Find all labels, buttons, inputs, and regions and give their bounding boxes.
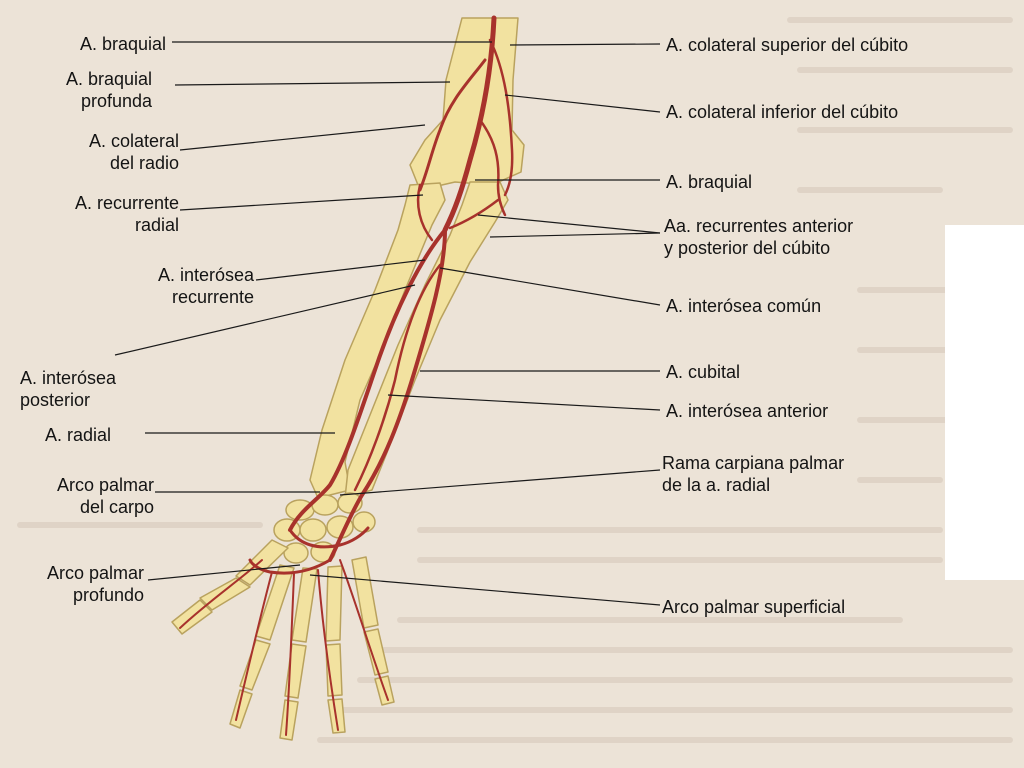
label-colateral-superior-cubito: A. colateral superior del cúbito <box>666 34 908 56</box>
deep-brachial-artery <box>418 58 487 192</box>
label-line: A. interósea anterior <box>666 401 829 421</box>
label-colateral-inferior-cubito: A. colateral inferior del cúbito <box>666 101 898 123</box>
label-line: del carpo <box>79 497 154 517</box>
recurrent-radial-artery <box>416 183 434 242</box>
ulnar-artery <box>328 228 447 562</box>
label-line: posterior <box>20 390 91 410</box>
label-braquial: A. braquial <box>80 33 166 55</box>
label-line: y posterior del cúbito <box>664 238 831 258</box>
interosseous-artery <box>353 263 442 492</box>
label-line: A. braquial <box>666 172 753 192</box>
label-interosea-posterior: A. interósea posterior <box>20 367 116 411</box>
label-braquial-profunda: A. braquial profunda <box>66 68 152 112</box>
label-line: A. interósea <box>157 265 254 285</box>
label-braquial-right: A. braquial <box>666 171 752 193</box>
label-line: A. colateral superior del cúbito <box>666 35 909 55</box>
label-arco-palmar-superficial: Arco palmar superficial <box>662 596 845 618</box>
white-panel <box>945 225 1024 580</box>
label-line: A. colateral inferior del cúbito <box>666 102 899 122</box>
label-interosea-anterior: A. interósea anterior <box>666 400 828 422</box>
label-line: A. radial <box>45 425 112 445</box>
recurrent-ulnar-arteries <box>448 198 500 230</box>
label-rama-carpiana: Rama carpiana palmar de la a. radial <box>662 452 844 496</box>
label-line: A. braquial <box>79 34 166 54</box>
label-radial: A. radial <box>45 424 111 446</box>
label-line: recurrente <box>171 287 254 307</box>
label-interosea-recurrente: A. interósea recurrente <box>158 264 254 308</box>
label-line: Arco palmar superficial <box>662 597 846 617</box>
label-interosea-comun: A. interósea común <box>666 295 821 317</box>
deep-palmar-arch <box>288 526 370 549</box>
label-line: A. cubital <box>666 362 741 382</box>
superior-ulnar-collateral <box>488 38 514 197</box>
bones <box>171 17 525 741</box>
label-cubital: A. cubital <box>666 361 740 383</box>
label-line: de la a. radial <box>662 475 771 495</box>
label-line: profundo <box>72 585 144 605</box>
label-line: Rama carpiana palmar <box>662 453 845 473</box>
label-colateral-radio: A. colateral del radio <box>89 130 179 174</box>
label-line: Arco palmar <box>46 563 144 583</box>
label-line: radial <box>134 215 179 235</box>
brachial-artery <box>442 15 497 233</box>
label-recurrente-radial: A. recurrente radial <box>75 192 179 236</box>
label-line: A. interósea común <box>666 296 822 316</box>
label-line: A. braquial <box>65 69 152 89</box>
label-line: del radio <box>109 153 179 173</box>
label-arco-palmar-carpo: Arco palmar del carpo <box>57 474 154 518</box>
label-line: Aa. recurrentes anterior <box>664 216 854 236</box>
inferior-ulnar-collateral <box>478 118 507 217</box>
label-recurrentes-cubito: Aa. recurrentes anterior y posterior del… <box>664 215 853 259</box>
label-arco-palmar-profundo: Arco palmar profundo <box>47 562 144 606</box>
label-line: A. colateral <box>88 131 179 151</box>
label-line: Arco palmar <box>56 475 154 495</box>
label-line: profunda <box>80 91 152 111</box>
label-line: A. recurrente <box>74 193 179 213</box>
label-line: A. interósea <box>20 368 117 388</box>
